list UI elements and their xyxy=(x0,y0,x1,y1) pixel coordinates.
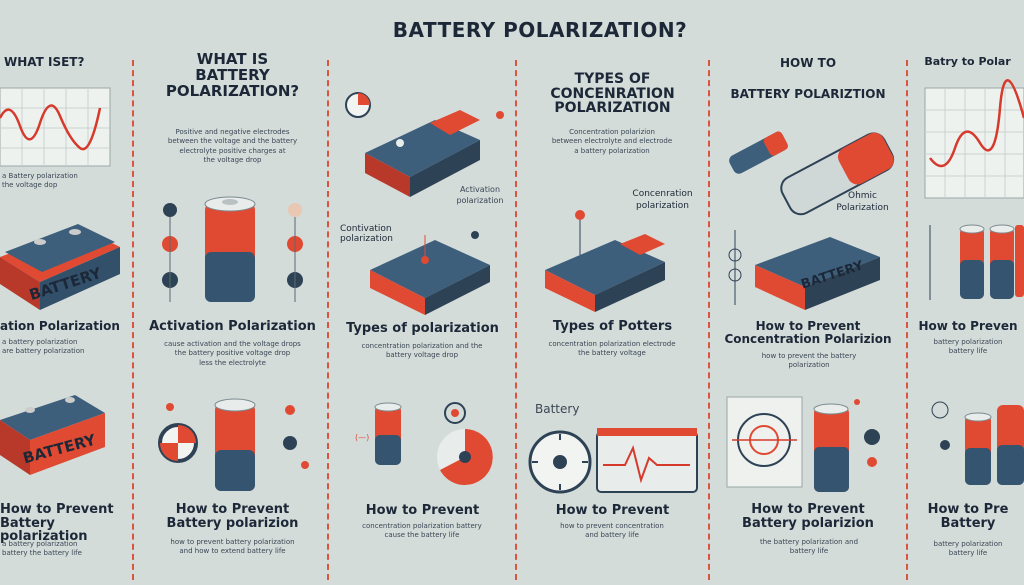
col5-section-title: How to Prevent Concentration Polarizion xyxy=(724,319,892,346)
col2-heading: WHAT IS BATTERY POLARIZATION? xyxy=(165,50,300,100)
col2-bottom-text: how to prevent battery polarization and … xyxy=(170,538,295,556)
col3-section-text: concentration polarization and the batte… xyxy=(361,342,483,360)
column-divider xyxy=(132,60,134,580)
battery-icon xyxy=(0,224,120,310)
col5-bottom-text: the battery polarization and battery lif… xyxy=(759,538,859,556)
col2-section-text: cause activation and the voltage drops t… xyxy=(164,340,301,367)
voltage-graph-icon xyxy=(924,79,1024,199)
battery-icon xyxy=(345,92,504,197)
col1-heading: WHAT ISET? xyxy=(4,55,85,69)
column-divider xyxy=(906,60,908,580)
battery-icon xyxy=(0,395,105,475)
battery-icon xyxy=(545,210,665,312)
col6-section-text: battery polarization battery life xyxy=(933,338,1003,356)
voltage-monitor-icon xyxy=(528,428,698,494)
col4-battery-tag: Battery xyxy=(535,402,580,416)
col6-heading: Batry to Polar xyxy=(924,55,1011,68)
col4-bottom-text: how to prevent concentration and battery… xyxy=(560,522,664,540)
col5-subheading: BATTERY POLARIZTION xyxy=(730,87,886,101)
cylinder-battery-icon xyxy=(729,131,895,216)
cell-battery-icon xyxy=(931,401,1024,485)
col1-bottom-title: How to Prevent Battery polarization xyxy=(0,502,114,545)
col3-mid-label: Contivation polarization xyxy=(340,224,393,244)
col4-bottom-title: How to Prevent xyxy=(555,503,670,518)
col3-bottom-title: How to Prevent xyxy=(365,503,480,518)
col5-side-label: Ohmic Polarization xyxy=(836,191,889,214)
col4-description: Concentration polarizion between electro… xyxy=(551,128,673,155)
col1-caption: a Battery polarization the voltage dop xyxy=(2,172,78,190)
col5-heading: HOW TO xyxy=(779,56,837,70)
cell-battery-icon xyxy=(929,224,1024,300)
col5-bottom-title: How to Prevent Battery polarizion xyxy=(742,502,874,531)
col3-section-title: Types of polarization xyxy=(346,321,499,336)
voltage-graph-icon xyxy=(0,87,111,167)
col1-section-title: ation Polarization xyxy=(0,319,120,333)
column-divider xyxy=(515,60,517,580)
svg-text:(—): (—) xyxy=(355,433,369,442)
battery-icon xyxy=(370,231,490,315)
col5-section-text: how to prevent the battery polarization xyxy=(761,352,857,370)
cell-battery-icon xyxy=(158,398,309,491)
column-divider xyxy=(327,60,329,580)
col1-section-text: a battery polarization are battery polar… xyxy=(2,338,85,356)
col2-description: Positive and negative electrodes between… xyxy=(167,128,298,165)
column-divider xyxy=(708,60,710,580)
col6-section-title: How to Preven xyxy=(918,319,1018,333)
col6-bottom-text: battery polarization battery life xyxy=(933,540,1003,558)
col2-section-title: Activation Polarization xyxy=(149,319,316,334)
cell-battery-icon xyxy=(162,196,303,302)
col4-side-label: Concenration polarization xyxy=(632,189,693,212)
battery-icon xyxy=(728,230,880,310)
col3-top-label: Activation polarization xyxy=(456,185,504,205)
col6-bottom-title: How to Pre Battery xyxy=(927,502,1009,531)
col2-bottom-title: How to Prevent Battery polarizion xyxy=(166,502,299,531)
battery-monitor-icon xyxy=(726,396,880,492)
col1-bottom-text: a battery polarization battery the batte… xyxy=(2,540,82,558)
col4-section-title: Types of Potters xyxy=(552,319,673,334)
page-title: BATTERY POLARIZATION? xyxy=(392,18,688,42)
col3-bottom-text: concentration polarization battery cause… xyxy=(362,522,482,540)
col4-section-text: concentration polarization electrode the… xyxy=(548,340,676,358)
col4-heading: TYPES OF CONCENRATION POLARIZATION xyxy=(550,71,675,117)
polarization-gauge-icon: (—) xyxy=(355,402,493,485)
